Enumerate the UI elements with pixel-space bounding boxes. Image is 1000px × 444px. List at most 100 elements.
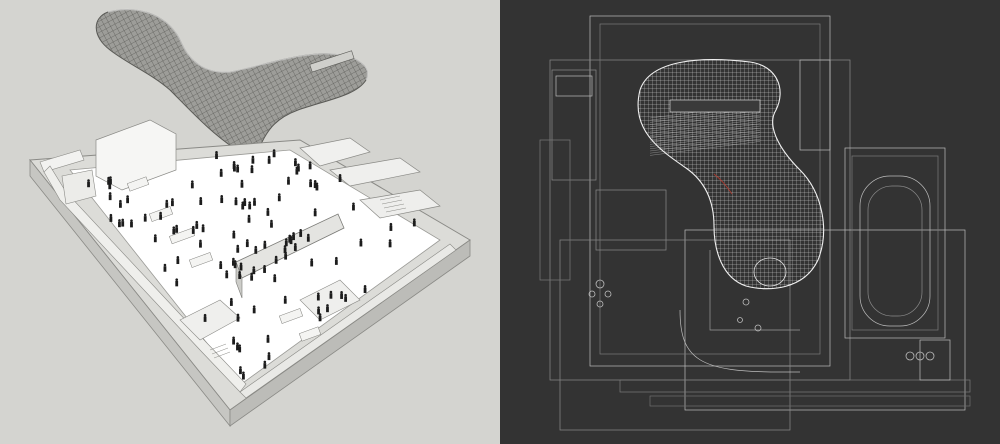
person-figure <box>313 180 317 189</box>
person-figure <box>252 266 256 275</box>
person-figure <box>159 211 163 220</box>
person-figure <box>253 197 256 206</box>
person-figure <box>121 218 125 227</box>
fixtures <box>588 279 935 361</box>
person-figure <box>284 238 288 247</box>
person-figure <box>316 292 320 301</box>
person-figure <box>225 270 229 279</box>
person-figure <box>171 198 174 207</box>
person-figure <box>233 163 236 172</box>
person-figure <box>297 163 300 172</box>
person-figure <box>254 245 258 254</box>
person-figure <box>175 278 179 287</box>
person-figure <box>118 219 121 228</box>
person-figure <box>338 174 342 183</box>
person-figure <box>326 304 329 313</box>
person-figure <box>242 371 245 380</box>
person-figure <box>284 251 288 260</box>
person-figure <box>318 313 322 322</box>
person-figure <box>310 258 314 267</box>
person-figure <box>266 207 270 216</box>
person-figure <box>292 232 295 241</box>
person-figure <box>277 193 281 202</box>
person-figure <box>234 197 238 206</box>
person-figure <box>240 179 244 188</box>
person-figure <box>199 197 203 206</box>
wireframe-plan-drawing <box>500 0 1000 444</box>
axonometric-model-drawing <box>29 8 471 428</box>
person-figure <box>263 240 267 249</box>
person-figure <box>109 213 113 222</box>
person-figure <box>412 218 416 227</box>
person-figure <box>238 270 242 279</box>
person-figure <box>359 238 363 247</box>
person-figure <box>191 225 195 234</box>
person-figure <box>283 295 287 304</box>
building-model <box>29 119 471 428</box>
person-figure <box>175 224 179 233</box>
person-figure <box>251 155 255 164</box>
person-figure <box>294 158 297 167</box>
person-figure <box>263 360 267 369</box>
person-figure <box>220 195 224 204</box>
person-figure <box>130 219 133 228</box>
canopy-mesh <box>637 59 825 290</box>
person-figure <box>219 168 223 177</box>
person-figure <box>163 263 167 272</box>
plan-outlines <box>539 15 971 431</box>
person-figure <box>247 214 251 223</box>
person-figure <box>108 192 112 201</box>
person-figure <box>288 234 292 243</box>
person-figure <box>329 290 333 299</box>
person-figure <box>87 179 90 188</box>
wireframe-plan-panel <box>500 0 1000 444</box>
person-figure <box>236 313 240 322</box>
person-figure <box>248 201 252 210</box>
person-figure <box>236 164 240 173</box>
person-figure <box>270 219 273 228</box>
person-figure <box>195 220 199 229</box>
person-figure <box>309 179 312 188</box>
person-figure <box>273 274 277 283</box>
people-figures <box>87 149 416 380</box>
person-figure <box>334 256 338 265</box>
person-figure <box>172 226 176 235</box>
person-figure <box>239 262 243 271</box>
person-figure <box>126 195 130 204</box>
person-figure <box>245 239 249 248</box>
person-figure <box>295 166 299 175</box>
person-figure <box>232 336 235 345</box>
person-figure <box>250 165 254 174</box>
person-figure <box>363 284 367 293</box>
person-figure <box>229 297 233 306</box>
person-figure <box>388 239 392 248</box>
person-figure <box>340 290 343 299</box>
person-figure <box>199 239 202 248</box>
person-figure <box>176 256 180 265</box>
person-figure <box>389 222 393 231</box>
axonometric-model-panel <box>29 8 471 428</box>
person-figure <box>201 224 205 233</box>
person-figure <box>293 242 297 251</box>
person-figure <box>252 305 256 314</box>
person-figure <box>274 255 278 264</box>
person-figure <box>219 260 223 269</box>
person-figure <box>263 264 266 273</box>
person-figure <box>165 199 169 208</box>
person-figure <box>299 228 303 237</box>
person-figure <box>283 245 287 254</box>
person-figure <box>306 233 310 242</box>
person-figure <box>308 161 312 170</box>
person-figure <box>243 197 247 206</box>
person-figure <box>287 176 290 185</box>
person-figure <box>344 293 348 302</box>
person-figure <box>203 313 207 322</box>
person-figure <box>190 180 194 189</box>
person-figure <box>215 151 218 160</box>
person-figure <box>267 352 271 361</box>
person-figure <box>236 244 240 253</box>
person-figure <box>250 272 254 281</box>
person-figure <box>239 366 242 375</box>
person-figure <box>231 257 235 266</box>
